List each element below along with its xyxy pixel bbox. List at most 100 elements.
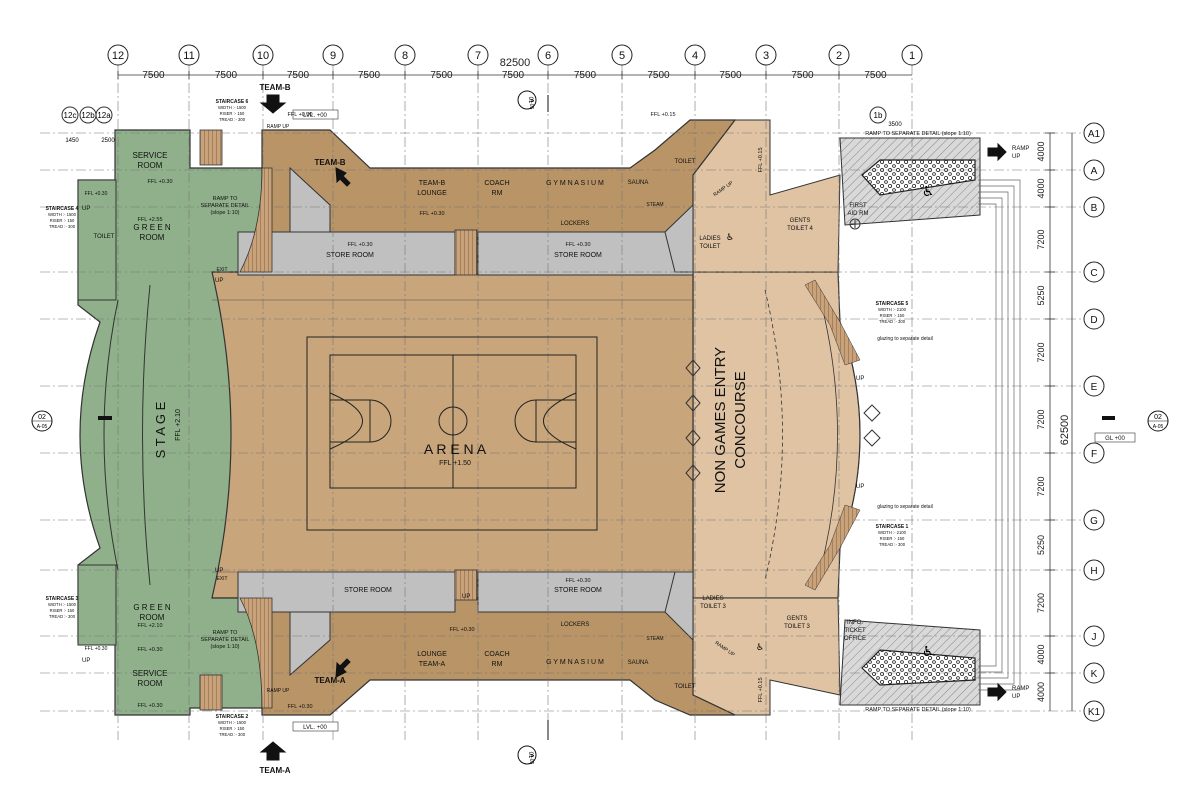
svg-text:STEAM: STEAM: [646, 202, 663, 208]
svg-text:01: 01: [527, 752, 533, 759]
column-dim-8: 7500: [719, 70, 742, 81]
svg-text:INFO.: INFO.: [847, 620, 863, 626]
svg-text:FFL +0.30: FFL +0.30: [565, 578, 590, 584]
svg-text:RAMP TO SEPARATE DETAIL (slope: RAMP TO SEPARATE DETAIL (slope 1:10): [865, 707, 971, 713]
svg-text:COACH: COACH: [484, 651, 509, 658]
ref-1b: 1b: [874, 111, 883, 120]
ref-1b-dim: 3500: [888, 122, 902, 128]
svg-text:RM: RM: [492, 661, 503, 668]
grid-bubble-row-K1: [1083, 700, 1105, 722]
staircase-note-s2-0: STAIRCASE 2: [216, 714, 249, 720]
staircase-note-s1-3: TREAD :- 300: [879, 542, 906, 547]
svg-text:glazing to separate detail: glazing to separate detail: [877, 504, 933, 510]
staircase-note-s3-1: WIDTH :- 1500: [48, 602, 77, 607]
column-dim-2: 7500: [287, 70, 310, 81]
curved-stair-top: [239, 167, 273, 273]
grid-bubble-row-A: [1083, 159, 1105, 181]
svg-text:TOILET: TOILET: [94, 234, 115, 240]
svg-text:FFL +0.30: FFL +0.30: [85, 191, 108, 197]
grid-label-row-K: K: [1091, 669, 1098, 680]
svg-text:TEAM-A: TEAM-A: [314, 676, 345, 685]
svg-text:FFL +2.10: FFL +2.10: [137, 623, 162, 629]
svg-text:TEAM-B: TEAM-B: [419, 180, 446, 187]
staircase-note-s1-1: WIDTH :- 2100: [878, 530, 907, 535]
grid-label-row-J: J: [1092, 632, 1097, 643]
seating-steps-bottom: [804, 504, 861, 591]
entry-wing-bottom: [692, 597, 841, 716]
svg-text:UP: UP: [462, 594, 470, 600]
svg-text:RM: RM: [492, 190, 503, 197]
grid-label-row-G: G: [1090, 516, 1098, 527]
arrow-down-team-b: [259, 94, 287, 114]
svg-text:02: 02: [1154, 414, 1162, 421]
grid-label-col-7: 7: [475, 50, 481, 62]
svg-text:UP: UP: [1012, 154, 1020, 160]
svg-text:EXIT: EXIT: [216, 267, 227, 273]
svg-text:SEPARATE DETAIL: SEPARATE DETAIL: [201, 203, 250, 209]
svg-text:LVL. +00: LVL. +00: [303, 113, 327, 119]
wheelchair-icon-bottom: ♿: [922, 643, 935, 659]
grid-label-row-C: C: [1090, 268, 1097, 279]
grid-bubble-row-E: [1083, 375, 1105, 397]
left-strip-bottom: [77, 564, 117, 646]
grid-label-row-D: D: [1090, 315, 1097, 326]
svg-text:FFL +0.15: FFL +0.15: [650, 112, 675, 118]
stage-fill: [77, 129, 263, 716]
grid-bubble-col-8: [394, 44, 416, 66]
svg-text:G R E E N: G R E E N: [133, 603, 171, 612]
svg-text:FFL +0.30: FFL +0.30: [85, 646, 108, 652]
arrow-ramp-right-top: [987, 142, 1007, 162]
svg-text:A-05: A-05: [528, 754, 534, 765]
svg-text:RAMP: RAMP: [1012, 686, 1029, 692]
staircase-note-s2-3: TREAD :- 300: [219, 732, 246, 737]
staircase-note-s6-2: RISER :- 150: [220, 111, 245, 116]
svg-text:AID RM: AID RM: [848, 211, 869, 217]
svg-text:LOCKERS: LOCKERS: [561, 221, 590, 227]
staircase-note-s5-0: STAIRCASE 5: [876, 301, 909, 307]
arrow-team-b-in: [335, 167, 351, 187]
grid-bubble-col-3: [755, 44, 777, 66]
svg-text:LADIES: LADIES: [699, 236, 720, 242]
sub-dim-2500: 2500: [101, 138, 115, 144]
svg-text:FFL +0.30: FFL +0.30: [287, 112, 312, 118]
section-marker-top: 01 A-05: [517, 90, 537, 110]
grid-label-row-E: E: [1091, 382, 1098, 393]
staircase-note-s2-2: RISER :- 150: [220, 726, 245, 731]
svg-text:G Y M N A S I U M: G Y M N A S I U M: [546, 659, 604, 666]
svg-text:LOCKERS: LOCKERS: [561, 622, 590, 628]
svg-text:TOILET: TOILET: [700, 244, 721, 250]
svg-text:LOUNGE: LOUNGE: [417, 190, 447, 197]
section-marker-bottom: 01 A-05: [517, 745, 537, 765]
svg-text:FFL +0.30: FFL +0.30: [449, 627, 474, 633]
grid-bubble-row-D: [1083, 308, 1105, 330]
svg-text:TOILET: TOILET: [675, 159, 696, 165]
grid-bubble-row-C: [1083, 261, 1105, 283]
grid-bubble-row-J: [1083, 625, 1105, 647]
sub-column-12c: 12c: [64, 111, 77, 120]
svg-text:ROOM: ROOM: [140, 613, 165, 622]
grid-bubble-col-6: [537, 44, 559, 66]
svg-text:FFL +0.30: FFL +0.30: [137, 647, 162, 653]
svg-text:STEAM: STEAM: [646, 636, 663, 642]
stage-ffl: FFL +2.10: [175, 409, 182, 441]
svg-text:UP: UP: [1012, 694, 1020, 700]
staircase-note-s1-0: STAIRCASE 1: [876, 524, 909, 530]
grid-label-col-2: 2: [836, 50, 842, 62]
arrow-team-a-in: [335, 658, 351, 678]
svg-text:(slope 1:10): (slope 1:10): [210, 644, 239, 650]
column-dim-9: 7500: [791, 70, 814, 81]
entrance-ramps: [839, 137, 981, 706]
svg-text:FIRST: FIRST: [849, 203, 867, 209]
svg-text:SAUNA: SAUNA: [628, 660, 649, 666]
staircase-note-s4-0: STAIRCASE 4: [46, 206, 79, 212]
column-dim-6: 7500: [574, 70, 597, 81]
staircase-note-s3-0: STAIRCASE 3: [46, 596, 79, 602]
svg-text:TOILET: TOILET: [675, 684, 696, 690]
planter-bottom: [861, 649, 976, 686]
overall-height-label: 62500: [1059, 415, 1071, 446]
svg-text:STORE ROOM: STORE ROOM: [554, 587, 602, 594]
svg-text:FFL +2.55: FFL +2.55: [137, 217, 162, 223]
svg-text:02: 02: [38, 414, 46, 421]
